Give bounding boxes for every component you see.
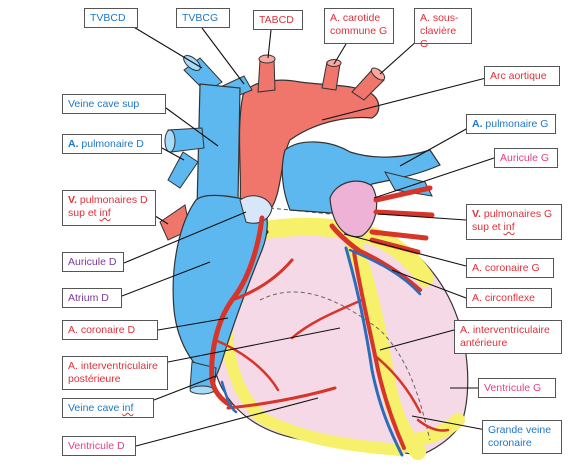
pulm-vein-left-2 xyxy=(373,209,435,218)
circumflex xyxy=(356,248,422,292)
coronary-right-branch-2 xyxy=(213,338,280,392)
coronary-right-branch xyxy=(230,258,294,302)
label-sous-claviere: A. sous-clavière G xyxy=(414,8,472,50)
leader-lines xyxy=(121,25,495,447)
dashed-line-1 xyxy=(259,291,431,441)
tabcd-opening xyxy=(258,54,276,64)
label-pulmonaire-d: A. pulmonaire D xyxy=(62,134,162,154)
label-tabcd: TABCD xyxy=(253,10,303,30)
pulmonary-trunk xyxy=(281,141,441,215)
label-arc-aortique: Arc aortique xyxy=(484,66,560,86)
subclavian-opening xyxy=(370,67,386,81)
great-cardiac-vein xyxy=(344,246,404,457)
label-tvbcg: TVBCG xyxy=(176,8,230,28)
label-pulmonaire-g: A. pulmonaire G xyxy=(466,114,556,134)
label-tvbcd: TVBCD xyxy=(84,8,138,28)
interventricular-anterior xyxy=(352,250,406,450)
coronary-right xyxy=(209,215,265,408)
interventricular-posterior xyxy=(226,386,337,410)
label-veine-cave-inf: Veine cave inf xyxy=(62,398,154,418)
coronary-left xyxy=(329,223,361,253)
great-cardiac-vein-2 xyxy=(348,248,422,296)
pulmonary-right-opening xyxy=(164,129,176,153)
label-veine-cave-sup: Veine cave sup xyxy=(62,94,166,114)
label-vpulm-g: V. pulmonaires G sup et inf xyxy=(466,204,562,240)
label-auricule-d: Auricule D xyxy=(62,252,124,272)
branch-diag-1 xyxy=(290,298,364,340)
label-ventricule-g: Ventricule G xyxy=(478,378,556,398)
label-vpulm-d: V. pulmonaires D sup et inf xyxy=(62,190,156,226)
label-ventricule-d: Ventricule D xyxy=(62,436,136,456)
fat-apex xyxy=(403,413,465,447)
branch-diag-3 xyxy=(416,418,450,432)
vena-cava-inf-opening xyxy=(189,385,215,395)
label-coronaire-g: A. coronaire G xyxy=(466,258,554,278)
label-coronaire-d: A. coronaire D xyxy=(62,320,158,340)
pulm-vein-left-3 xyxy=(369,229,429,241)
pulm-vein-left-4 xyxy=(369,237,421,255)
label-atrium-d: Atrium D xyxy=(62,288,122,308)
branch-diag-2 xyxy=(372,353,422,414)
posterior-vein xyxy=(220,380,238,414)
right-auricle xyxy=(239,195,273,224)
label-circonflexe: A. circonflexe xyxy=(466,288,552,308)
pulm-vein-left-1 xyxy=(373,185,433,203)
left-auricle xyxy=(329,180,378,238)
pulm-vein-right-1 xyxy=(167,151,199,189)
label-auricule-g: Auricule G xyxy=(494,148,558,168)
